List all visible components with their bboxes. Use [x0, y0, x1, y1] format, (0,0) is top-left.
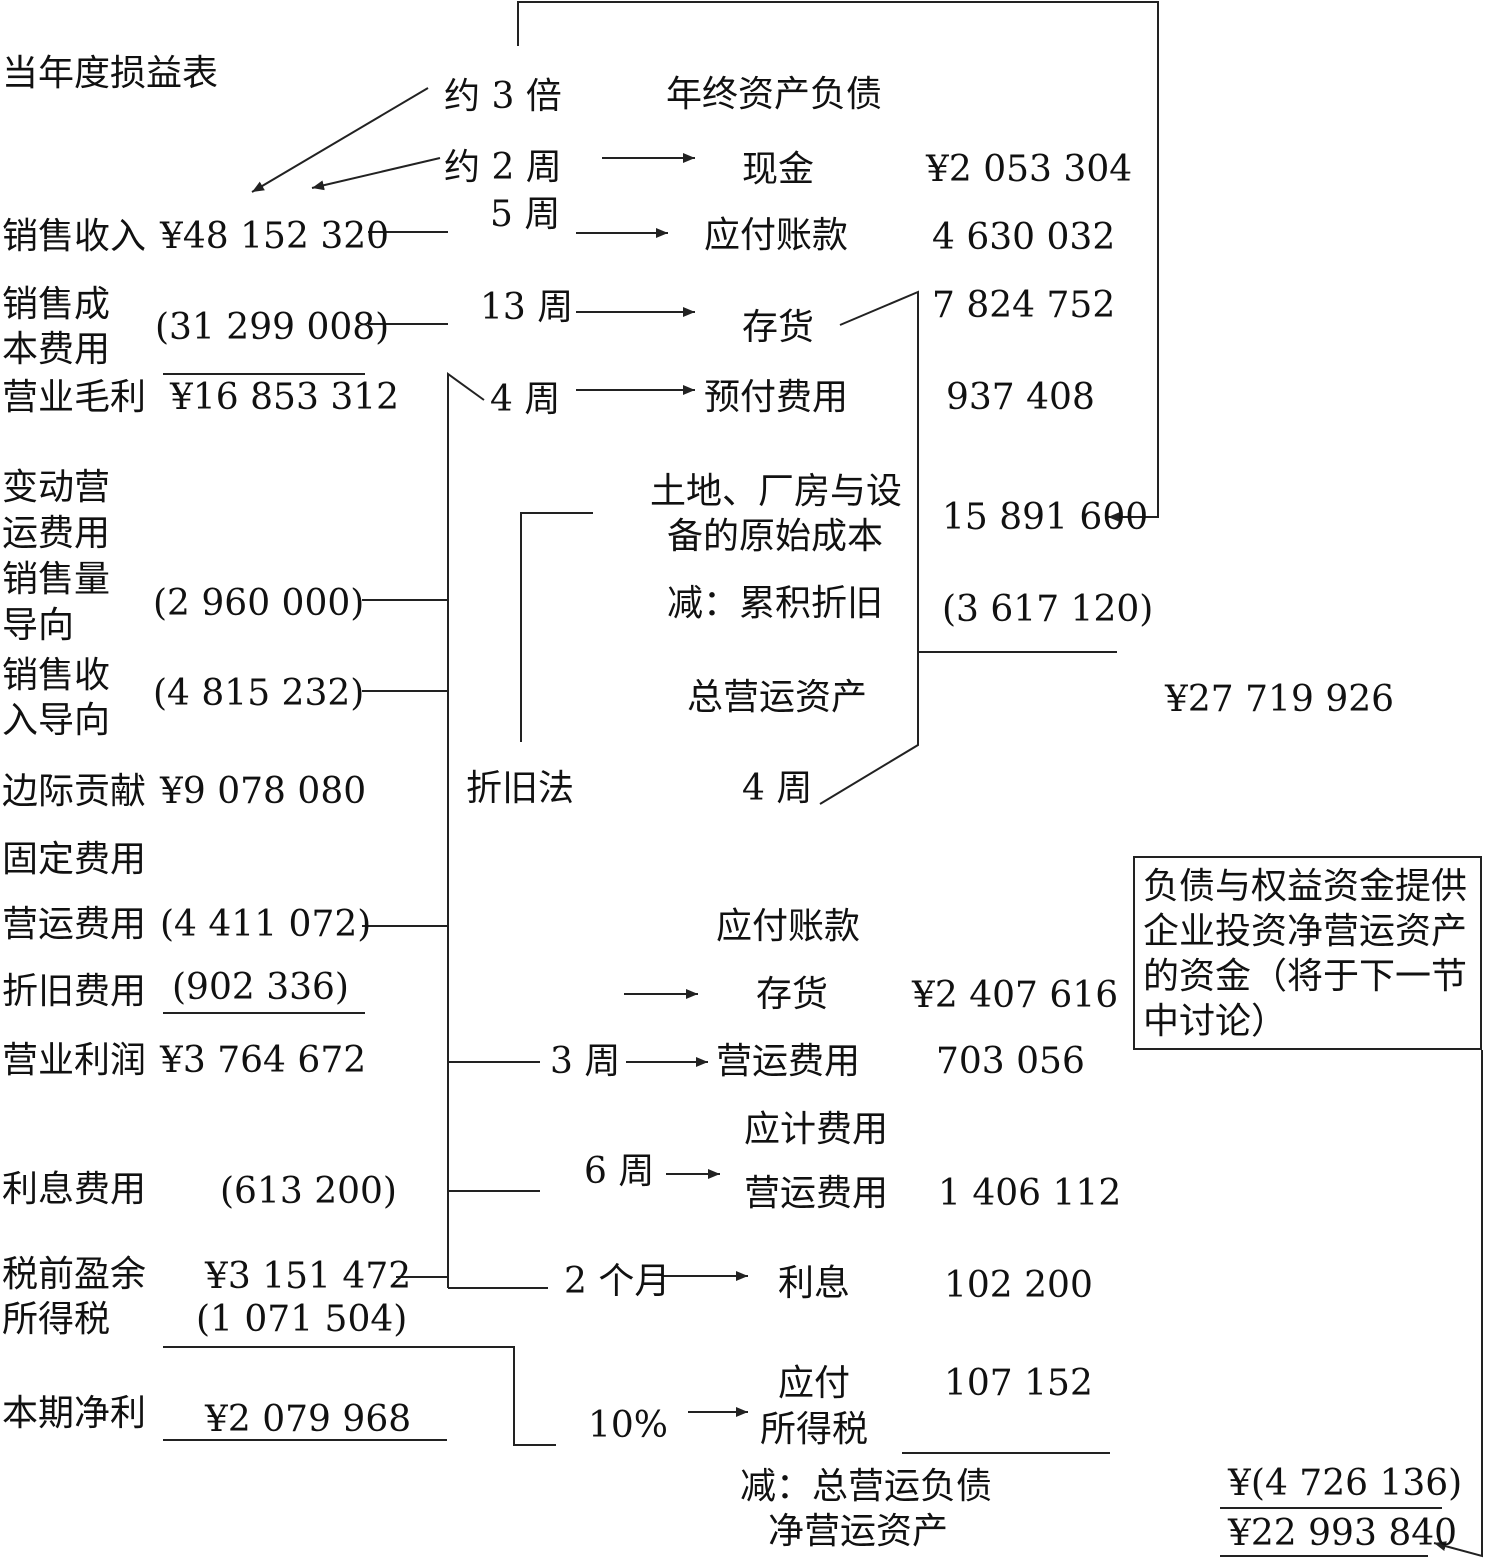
- ap-opex-label: 营运费用: [716, 1041, 861, 1082]
- weeks-3-label: 3 周: [550, 1041, 621, 1082]
- variable-opex-label-line1: 变动营: [2, 467, 111, 508]
- prepaid-expenses-label: 预付费用: [704, 377, 849, 418]
- accumulated-depreciation-value: (3 617 120): [942, 589, 1154, 630]
- dep-method-bracket: [520, 512, 593, 742]
- accounts-payable-label: 应付账款: [716, 906, 861, 947]
- weeks-13-label: 13 周: [480, 287, 574, 328]
- opex-value: (4 411 072): [160, 904, 372, 945]
- net-income-value: ¥2 079 968: [205, 1399, 412, 1440]
- accumulated-depreciation-label: 减：累积折旧: [667, 583, 884, 624]
- total-assets-label: 总营运资产: [687, 677, 868, 718]
- income-statement-title: 当年度损益表: [2, 53, 219, 94]
- depreciation-value: (902 336): [172, 967, 349, 1008]
- volume-driven-value: (2 960 000): [153, 583, 365, 624]
- fixed-costs-label: 固定费用: [2, 839, 147, 880]
- income-tax-label: 所得税: [2, 1299, 111, 1340]
- net-income-label: 本期净利: [2, 1393, 147, 1434]
- weeks-2-label: 约 2 周: [444, 147, 562, 188]
- taxes-payable-label-line2: 所得税: [760, 1409, 869, 1450]
- accrued-opex-label: 营运费用: [744, 1173, 889, 1214]
- pretax-income-label: 税前盈余: [2, 1254, 147, 1295]
- income-tax-value: (1 071 504): [196, 1299, 408, 1340]
- cash-value: ¥2 053 304: [926, 149, 1133, 190]
- cogs-label-line2: 本费用: [2, 329, 111, 370]
- weeks2-to-sales-arrow: [311, 157, 441, 191]
- weeks-4a-label: 4 周: [490, 379, 561, 420]
- accrued-interest-label: 利息: [778, 1263, 851, 1304]
- tax-bracket: [163, 1346, 556, 1446]
- interest-expense-label: 利息费用: [2, 1169, 147, 1210]
- ppe-value: 15 891 600: [942, 497, 1149, 538]
- total-liabilities-value: ¥(4 726 136): [1228, 1463, 1463, 1504]
- cogs-value: (31 299 008): [155, 307, 390, 348]
- ppe-label-line2: 备的原始成本: [667, 516, 884, 557]
- interest-expense-value: (613 200): [220, 1171, 397, 1212]
- main-spine-line: [447, 372, 485, 1288]
- revenue-driven-label-line1: 销售收: [2, 655, 111, 696]
- note-pointer-arrow: [1433, 1050, 1483, 1558]
- times3-arrow: [251, 87, 429, 193]
- variable-opex-label-line2: 运费用: [2, 513, 111, 554]
- ppe-bracket-line: [517, 1, 1159, 522]
- gross-profit-value: ¥16 853 312: [170, 377, 400, 418]
- sales-label: 销售收入: [2, 216, 147, 257]
- ap-inventory-value: ¥2 407 616: [912, 975, 1119, 1016]
- total-liabilities-label: 减：总营运负债: [740, 1466, 993, 1507]
- accrued-opex-value: 1 406 112: [938, 1173, 1122, 1214]
- cash-label: 现金: [742, 149, 815, 190]
- operating-profit-label: 营业利润: [2, 1040, 147, 1081]
- operating-profit-value: ¥3 764 672: [160, 1040, 367, 1081]
- times-3-label: 约 3 倍: [444, 76, 562, 117]
- ppe-label-line1: 土地、厂房与设: [650, 471, 903, 512]
- accounts-receivable-label: 应付账款: [704, 215, 849, 256]
- volume-driven-label-line1: 销售量: [2, 559, 111, 600]
- opex-label: 营运费用: [2, 904, 147, 945]
- net-operating-assets-label: 净营运资产: [768, 1511, 949, 1552]
- inventory-value: 7 824 752: [932, 285, 1116, 326]
- months-2-label: 2 个月: [564, 1261, 671, 1302]
- ten-percent-label: 10%: [588, 1405, 669, 1446]
- contribution-margin-value: ¥9 078 080: [160, 771, 367, 812]
- gross-profit-label: 营业毛利: [2, 377, 147, 418]
- accrued-expenses-label: 应计费用: [744, 1109, 889, 1150]
- revenue-driven-label-line2: 入导向: [2, 700, 111, 741]
- total-assets-value: ¥27 719 926: [1165, 679, 1395, 720]
- volume-driven-label-line2: 导向: [2, 605, 75, 646]
- prepaid-expenses-value: 937 408: [946, 377, 1095, 418]
- assets-bracket: [819, 290, 919, 805]
- financing-note-text: 负债与权益资金提供企业投资净营运资产的资金（将于下一节中讨论）: [1143, 866, 1468, 1042]
- pretax-income-value: ¥3 151 472: [205, 1256, 412, 1297]
- ap-inventory-label: 存货: [756, 974, 829, 1015]
- sales-value: ¥48 152 320: [160, 216, 390, 257]
- financing-note-box: 负债与权益资金提供企业投资净营运资产的资金（将于下一节中讨论）: [1133, 856, 1482, 1050]
- weeks-6-label: 6 周: [584, 1151, 655, 1192]
- cogs-label-line1: 销售成: [2, 284, 111, 325]
- inventory-label: 存货: [742, 307, 815, 348]
- weeks-4b-label: 4 周: [742, 768, 813, 809]
- net-operating-assets-value: ¥22 993 840: [1228, 1513, 1458, 1554]
- balance-sheet-title: 年终资产负债: [666, 74, 883, 115]
- contribution-margin-label: 边际贡献: [2, 771, 147, 812]
- taxes-payable-label-line1: 应付: [778, 1363, 851, 1404]
- depreciation-label: 折旧费用: [2, 971, 147, 1012]
- taxes-payable-value: 107 152: [944, 1363, 1093, 1404]
- accounts-receivable-value: 4 630 032: [932, 217, 1116, 258]
- revenue-driven-value: (4 815 232): [153, 673, 365, 714]
- accrued-interest-value: 102 200: [944, 1265, 1093, 1306]
- weeks-5-label: 5 周: [490, 194, 561, 235]
- depreciation-method-label: 折旧法: [466, 768, 575, 809]
- ap-opex-value: 703 056: [936, 1041, 1085, 1082]
